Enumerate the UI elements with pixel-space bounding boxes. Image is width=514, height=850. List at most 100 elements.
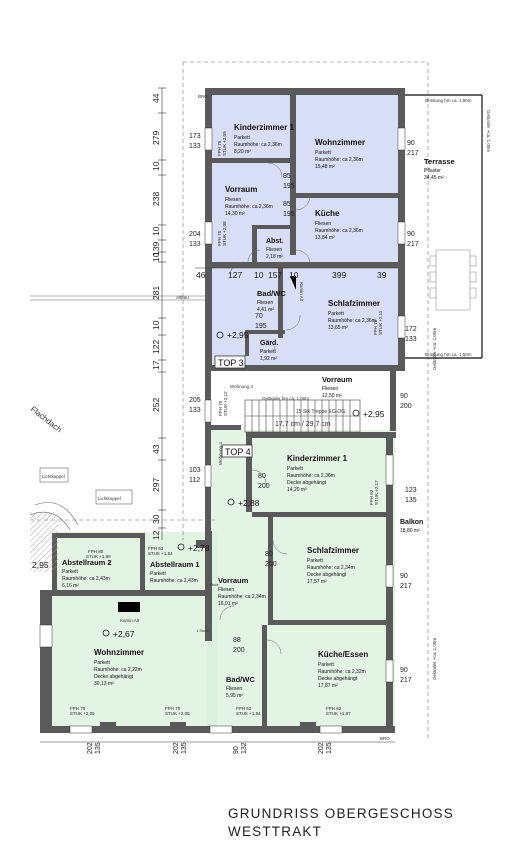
svg-text:Pflaster: Pflaster	[424, 168, 441, 174]
svg-text:STUK +2,17: STUK +2,17	[374, 480, 379, 505]
svg-text:217: 217	[407, 241, 419, 248]
svg-text:Decke abgehängt: Decke abgehängt	[318, 676, 358, 682]
svg-text:135: 135	[405, 497, 417, 504]
room-name: Bad/WC	[226, 675, 255, 684]
svg-text:Parkett: Parkett	[307, 558, 323, 564]
svg-text:90: 90	[400, 393, 408, 400]
svg-text:80: 80	[265, 551, 273, 558]
svg-text:1,92 m²: 1,92 m²	[260, 356, 277, 362]
level-f: 2,95	[32, 560, 49, 570]
svg-text:195: 195	[283, 183, 295, 190]
room-name: Schlafzimmer	[328, 299, 380, 308]
svg-text:10: 10	[151, 320, 161, 330]
svg-text:17: 17	[151, 360, 161, 370]
room-name: Abstellraum 2	[62, 558, 112, 567]
svg-text:12,50 m²: 12,50 m²	[322, 393, 342, 399]
svg-text:204: 204	[189, 231, 201, 238]
terrasse-railing	[402, 94, 483, 359]
svg-text:133: 133	[189, 143, 201, 150]
svg-text:34,45 m²: 34,45 m²	[424, 175, 444, 181]
note-lichtkuppel-2: Lichtkuppel	[98, 496, 121, 501]
svg-text:Fliesen: Fliesen	[225, 197, 241, 203]
svg-text:85: 85	[283, 173, 291, 180]
note-stair-dims: 17,7 cm / 29,7 cm	[275, 421, 331, 428]
svg-text:70: 70	[255, 313, 263, 320]
svg-text:Fliesen: Fliesen	[315, 221, 331, 227]
svg-text:Parkett: Parkett	[287, 466, 303, 472]
plan-title: GRUNDRISS OBERGESCHOSS	[228, 806, 454, 821]
svg-text:Parkett: Parkett	[62, 569, 78, 575]
door-swings	[219, 162, 311, 655]
room-name: Abst.	[266, 238, 284, 245]
level-markers: +2,95 +2,95 +2,88 +2,78 +2,67 2,95	[32, 330, 385, 639]
svg-text:FPH 75: FPH 75	[217, 230, 222, 246]
svg-text:14,20 m²: 14,20 m²	[287, 487, 307, 493]
note-flachdach: Flachdach	[29, 404, 64, 434]
svg-text:16,01 m²: 16,01 m²	[218, 601, 238, 607]
svg-text:202: 202	[318, 742, 325, 754]
svg-text:Raumhöhe: ca 2,43m: Raumhöhe: ca 2,43m	[150, 578, 198, 584]
room-name: Küche/Essen	[318, 650, 368, 659]
svg-text:Raumhöhe: ca 2,36m: Raumhöhe: ca 2,36m	[234, 142, 282, 148]
svg-text:Decke abgehängt: Decke abgehängt	[94, 674, 134, 680]
svg-text:281: 281	[151, 286, 161, 300]
svg-text:STUK +1,84: STUK +1,84	[148, 551, 173, 556]
svg-text:Fliesen: Fliesen	[266, 247, 282, 253]
svg-text:202: 202	[87, 742, 94, 754]
svg-text:10: 10	[289, 270, 299, 280]
bottom-dimension-chain: 202 135 202 135 90 132 202 135	[40, 741, 395, 754]
svg-text:Raumhöhe: ca 2,34m: Raumhöhe: ca 2,34m	[218, 594, 266, 600]
note-altbau: Altbau	[176, 295, 189, 300]
svg-text:297: 297	[151, 478, 161, 492]
note-kamin: Kamin Alt	[299, 282, 304, 302]
svg-text:172: 172	[405, 326, 417, 333]
top3-label: TOP 3	[218, 358, 244, 368]
row-dimension: 46 127 10 157 10 399 39	[195, 267, 398, 280]
note-stufe-2: 1 Stufe	[196, 628, 209, 633]
svg-text:Parkett: Parkett	[315, 150, 331, 156]
svg-text:STUK +2,05: STUK +2,05	[165, 711, 190, 716]
svg-text:Fliesen: Fliesen	[257, 300, 273, 306]
svg-text:FPH 75: FPH 75	[217, 140, 222, 156]
note-wohnung3: Wohnung 3	[230, 384, 253, 389]
room-name: Balkon	[400, 519, 423, 526]
room-name: Vorraum	[225, 185, 257, 194]
svg-text:279: 279	[151, 131, 161, 145]
svg-text:10: 10	[254, 270, 264, 280]
svg-text:17,87 m²: 17,87 m²	[318, 683, 338, 689]
svg-text:Fliesen: Fliesen	[218, 587, 234, 593]
room-labels: Kinderzimmer 1 Parkett Raumhöhe: ca 2,36…	[62, 123, 455, 699]
room-name: Kinderzimmer 1	[234, 123, 295, 132]
note-lichtkuppel: Lichtkuppel	[42, 474, 65, 479]
svg-text:FPH 75: FPH 75	[218, 400, 223, 416]
room-name: Vorraum	[322, 375, 353, 384]
level-c: +2,88	[238, 498, 260, 508]
left-dimension-labels: 44 279 10 238 10 139 10 281 10 122 17 25…	[151, 93, 161, 540]
svg-text:STUK +2,05: STUK +2,05	[70, 711, 95, 716]
svg-text:44: 44	[151, 93, 161, 103]
svg-text:173: 173	[189, 133, 201, 140]
svg-text:195: 195	[283, 211, 295, 218]
svg-text:30: 30	[151, 514, 161, 524]
svg-text:399: 399	[332, 270, 346, 280]
room-name: Terrasse	[424, 157, 455, 166]
svg-text:13,65 m²: 13,65 m²	[328, 325, 348, 331]
svg-text:8,20 m²: 8,20 m²	[234, 149, 251, 155]
svg-text:18,80 m²: 18,80 m²	[400, 528, 420, 534]
svg-text:5,95 m²: 5,95 m²	[226, 693, 243, 699]
room-name: Wohnzimmer	[315, 138, 365, 147]
svg-text:133: 133	[189, 241, 201, 248]
window-openings	[39, 127, 406, 734]
note-bro-2: BRO	[380, 736, 390, 741]
svg-text:139: 139	[151, 242, 161, 256]
svg-text:FPH 62: FPH 62	[369, 489, 374, 505]
note-stufe: 1 Stufe	[206, 582, 219, 587]
note-wohnung4: Wohnung 4	[218, 442, 223, 465]
svg-text:112: 112	[189, 477, 200, 484]
svg-text:FPH 70: FPH 70	[165, 706, 181, 711]
top3-label-box: TOP 3	[214, 355, 246, 369]
svg-text:88: 88	[233, 637, 241, 644]
svg-text:205: 205	[189, 397, 201, 404]
opening-dimensions: 173 133 204 133 205 133 103 112 90 217 9…	[189, 133, 419, 684]
svg-text:217: 217	[400, 583, 412, 590]
